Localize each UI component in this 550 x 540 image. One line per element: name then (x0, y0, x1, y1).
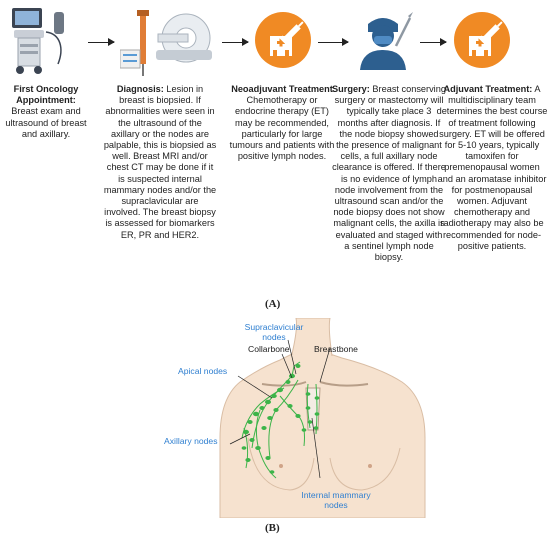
step-body: Breast exam and ultrasound of breast and… (5, 106, 87, 139)
flow-arrow-4 (420, 38, 447, 46)
flow-arrow-2 (222, 38, 249, 46)
step-title: Adjuvant Treatment: (443, 84, 533, 94)
flow-arrow-3 (318, 38, 349, 46)
label-supraclavicular-line2: nodes (262, 332, 286, 342)
label-internal-mammary: Internal mammary nodes (296, 490, 376, 510)
surgeon-icon (352, 10, 414, 72)
step-body: Lesion in breast is biopsied. If abnorma… (103, 84, 217, 240)
step-title: Diagnosis: (116, 84, 164, 94)
panel-a-label: (A) (265, 298, 281, 310)
ultrasound-machine-icon (6, 4, 76, 78)
label-axillary-nodes: Axillary nodes (164, 436, 218, 446)
step-neoadjuvant: Neoadjuvant Treatment Chemotherapy or en… (226, 84, 338, 162)
label-apical-nodes: Apical nodes (178, 366, 228, 376)
step-body: Chemotherapy or endocrine therapy (ET) m… (229, 95, 335, 162)
step-adjuvant: Adjuvant Treatment: A multidisciplinary … (436, 84, 548, 252)
label-supraclavicular: Supraclavicular nodes (244, 322, 304, 342)
step-diagnosis: Diagnosis: Lesion in breast is biopsied.… (103, 84, 217, 241)
label-supraclavicular-line1: Supraclavicular (244, 322, 304, 332)
label-internal-mammary-line2: nodes (324, 500, 348, 510)
step-title: Surgery: (332, 84, 370, 94)
panel-b-label: (B) (265, 522, 280, 534)
label-collarbone: Collarbone (248, 344, 290, 354)
hospital-syringe-icon (253, 10, 313, 70)
hospital-syringe-icon (452, 10, 512, 70)
step-body: Breast conserving surgery or mastectomy … (332, 84, 446, 263)
step-body: A multidisciplinary team determines the … (436, 84, 548, 251)
label-internal-mammary-line1: Internal mammary (301, 490, 371, 500)
step-title: Neoadjuvant Treatment (231, 84, 333, 94)
step-title: First Oncology Appointment: (13, 84, 79, 106)
step-first-appointment: First Oncology Appointment: Breast exam … (0, 84, 92, 140)
flow-arrow-1 (88, 38, 115, 46)
biopsy-mri-icon (120, 4, 215, 78)
chest-lymph-node-illustration (180, 318, 445, 518)
step-surgery: Surgery: Breast conserving surgery or ma… (332, 84, 446, 263)
label-breastbone: Breastbone (314, 344, 358, 354)
